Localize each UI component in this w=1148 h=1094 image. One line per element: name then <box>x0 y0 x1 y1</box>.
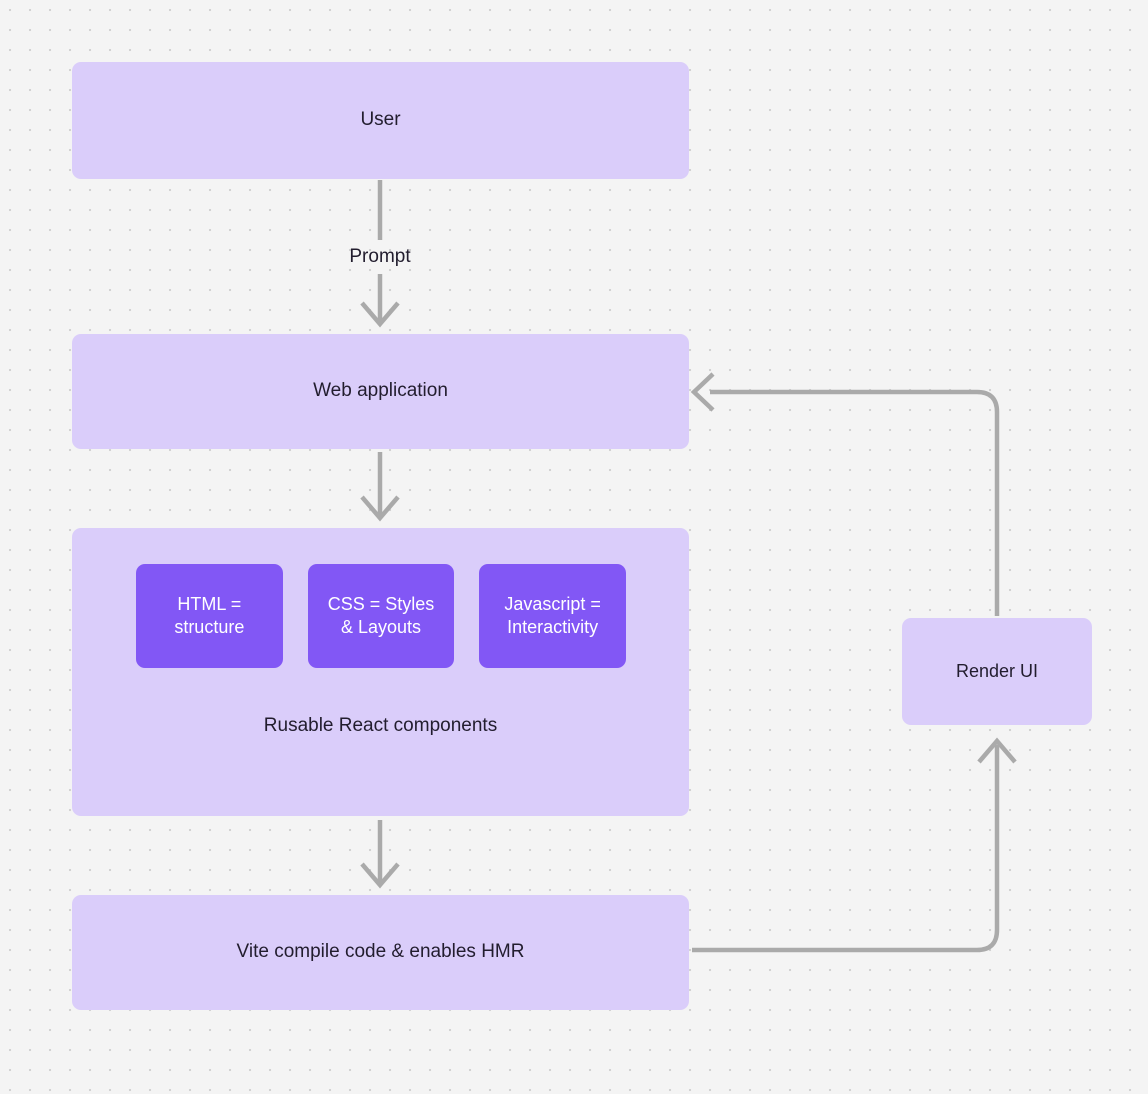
edge-webapp-to-components <box>360 452 400 522</box>
node-html[interactable]: HTML = structure <box>136 564 283 668</box>
node-react-components-caption: Rusable React components <box>263 715 498 736</box>
node-html-label-line2: structure <box>174 617 245 637</box>
node-css[interactable]: CSS = Styles & Layouts <box>307 564 455 668</box>
edge-vite-to-render-shaft <box>692 745 1000 953</box>
arrowhead-left-webapp <box>690 372 715 412</box>
arrowhead-down-vite <box>360 862 400 889</box>
node-web-application[interactable]: Web application <box>72 334 689 449</box>
edge-components-to-vite <box>360 820 400 889</box>
node-user[interactable]: User <box>72 62 689 179</box>
node-user-label: User <box>360 109 401 131</box>
node-javascript-label-line2: Interactivity <box>507 617 599 637</box>
node-render-ui[interactable]: Render UI <box>902 618 1092 725</box>
arrowhead-down-components <box>360 495 400 522</box>
node-react-components[interactable]: HTML = structure CSS = Styles & Layouts … <box>72 528 689 816</box>
node-vite[interactable]: Vite compile code & enables HMR <box>72 895 689 1010</box>
node-css-label-line1: CSS = Styles <box>327 593 435 614</box>
edge-render-to-webapp <box>690 372 1000 616</box>
node-css-label-line2: & Layouts <box>340 617 422 637</box>
edge-vite-to-render <box>692 737 1017 953</box>
node-render-ui-label: Render UI <box>955 660 1039 681</box>
arrowhead-up-render <box>977 737 1017 764</box>
node-html-label-line1: HTML = <box>177 593 242 614</box>
node-javascript[interactable]: Javascript = Interactivity <box>479 564 627 668</box>
node-javascript-label-line1: Javascript = <box>504 593 601 614</box>
edge-render-to-webapp-shaft <box>710 389 1000 616</box>
node-web-application-label: Web application <box>313 380 448 402</box>
edge-label-prompt: Prompt <box>349 246 411 267</box>
arrowhead-down-prompt <box>360 301 400 328</box>
inner-node-row: HTML = structure CSS = Styles & Layouts … <box>136 564 627 668</box>
node-vite-label: Vite compile code & enables HMR <box>236 941 525 963</box>
